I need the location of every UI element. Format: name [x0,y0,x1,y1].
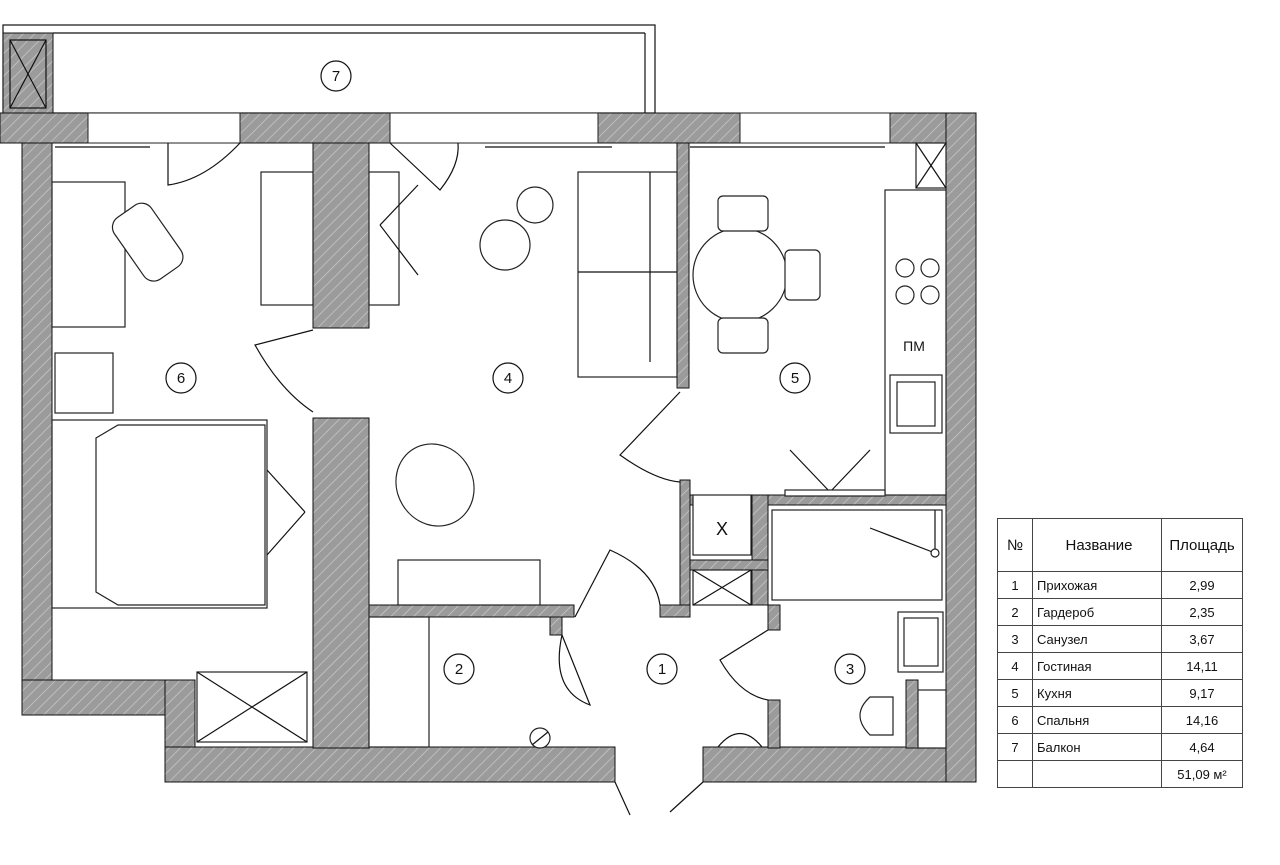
row-area: 14,16 [1161,706,1243,734]
svg-text:2: 2 [455,661,463,678]
row-area: 4,64 [1161,733,1243,761]
room-marker-6: 6 [165,362,197,394]
kitchen-furniture [692,142,947,497]
legend-total-row: 51,09 м² [997,760,1243,788]
svg-text:5: 5 [791,370,799,387]
row-name: Гардероб [1032,598,1162,626]
row-area: 2,99 [1161,571,1243,599]
room-marker-3: 3 [834,653,866,685]
svg-text:1: 1 [658,661,666,678]
row-area: 3,67 [1161,625,1243,653]
bedroom-furniture [51,171,314,743]
bathroom-fixtures [717,509,947,749]
svg-text:4: 4 [504,370,512,387]
room-marker-1: 1 [646,653,678,685]
legend-header-row: № Название Площадь [997,518,1243,572]
room-marker-5: 5 [779,362,811,394]
legend-header-name: Название [1032,518,1162,572]
row-name: Спальня [1032,706,1162,734]
row-area: 9,17 [1161,679,1243,707]
row-num: 4 [997,652,1033,680]
row-num: 5 [997,679,1033,707]
svg-text:7: 7 [332,68,340,85]
legend-header-area: Площадь [1161,518,1243,572]
room-marker-4: 4 [492,362,524,394]
row-num: 2 [997,598,1033,626]
walls [0,112,977,783]
row-name: Балкон [1032,733,1162,761]
room-marker-7: 7 [320,60,352,92]
doors [167,142,769,816]
room-marker-2: 2 [443,653,475,685]
dishwasher-label: ПМ [903,338,925,354]
living-furniture [368,171,678,606]
wardrobe-box-label: X [716,519,728,539]
row-name: Прихожая [1032,571,1162,599]
row-name: Кухня [1032,679,1162,707]
row-num: 3 [997,625,1033,653]
row-num: 6 [997,706,1033,734]
windows [55,112,891,148]
row-name: Гостиная [1032,652,1162,680]
utility-boxes [368,494,752,749]
total-num-empty [997,760,1033,788]
row-area: 14,11 [1161,652,1243,680]
row-name: Санузел [1032,625,1162,653]
svg-text:3: 3 [846,661,854,678]
svg-text:6: 6 [177,370,185,387]
legend-header-num: № [997,518,1033,572]
row-area: 2,35 [1161,598,1243,626]
room-markers: 7 6 4 5 2 1 3 [165,60,866,685]
total-name-empty [1032,760,1162,788]
total-area: 51,09 м² [1161,760,1243,788]
row-num: 1 [997,571,1033,599]
row-num: 7 [997,733,1033,761]
